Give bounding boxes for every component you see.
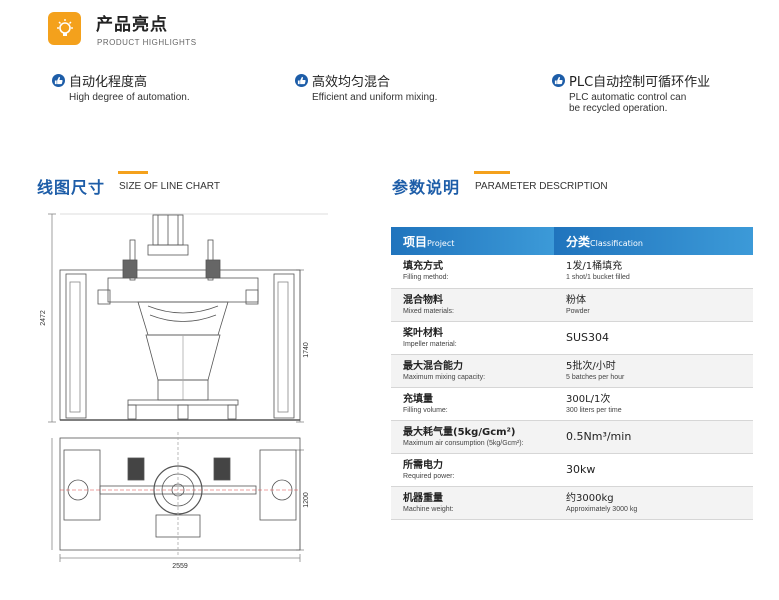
section-accent-bar [118,171,148,174]
param-name: 填充方式 [403,261,443,273]
feature-item: PLC自动控制可循环作业 PLC automatic control can b… [552,71,710,114]
column-header-classification: 分类Classification [554,227,753,255]
param-value-en: Powder [566,307,590,315]
param-name-en: Machine weight: [403,505,454,513]
param-name-en: Required power: [403,472,455,480]
section-subtitle-line-chart: SIZE OF LINE CHART [119,181,220,192]
feature-item: 高效均匀混合 Efficient and uniform mixing. [295,71,437,103]
param-value-en: 5 batches per hour [566,373,625,381]
feature-title: PLC自动控制可循环作业 [569,75,711,90]
feature-title: 高效均匀混合 [312,75,391,90]
param-name: 最大混合能力 [403,360,463,372]
param-value: 300L/1次 [566,393,611,405]
param-value: 约3000kg [566,492,614,504]
feature-item: 自动化程度高 High degree of automation. [52,71,190,103]
param-name: 混合物料 [403,294,443,306]
table-header-row: 项目Project 分类Classification [391,227,753,255]
param-name-en: Filling method: [403,274,449,282]
param-name-en: Impeller material: [403,340,457,348]
param-name: 充填量 [403,393,433,405]
section-subtitle-parameters: PARAMETER DESCRIPTION [475,181,608,192]
section-title-parameters: 参数说明 [392,178,461,197]
param-name: 桨叶材料 [403,327,443,339]
feature-description: PLC automatic control can be recycled op… [569,92,687,114]
param-value: 0.5Nm³/min [566,430,632,443]
table-row: 最大耗气量(5kg/Gcm²)Maximum air consumption (… [391,420,753,454]
param-name: 机器重量 [403,492,443,504]
param-name-en: Mixed materials: [403,307,454,315]
param-value-en: Approximately 3000 kg [566,505,638,513]
section-accent-bar [474,171,510,174]
param-name-en: Filling volume: [403,406,448,414]
param-name-en: Maximum air consumption (5kg/Gcm²): [403,439,524,447]
column-header-project: 项目Project [391,227,554,255]
param-name: 所需电力 [403,459,443,471]
param-value: 5批次/小时 [566,360,616,372]
dimension-width: 2559 [172,563,188,570]
param-value-en: 1 shot/1 bucket filled [566,274,630,282]
thumbs-up-icon [52,74,65,87]
section-title-line-chart: 线图尺寸 [37,178,106,197]
param-name-en: Maximum mixing capacity: [403,373,486,381]
page-title: 产品亮点 [96,15,168,35]
param-value: 粉体 [566,294,586,306]
param-name: 最大耗气量(5kg/Gcm²) [403,426,516,438]
lightbulb-icon [48,12,81,45]
param-value: SUS304 [566,331,610,344]
feature-description: Efficient and uniform mixing. [312,92,438,103]
thumbs-up-icon [295,74,308,87]
feature-title: 自动化程度高 [69,75,148,90]
feature-description: High degree of automation. [69,92,190,103]
machine-line-drawing: 2472 1740 1200 2559 [40,213,328,570]
param-value: 30kw [566,463,596,476]
param-value: 1发/1桶填充 [566,261,623,273]
dimension-depth: 1200 [303,492,310,508]
param-value-en: 300 liters per time [566,406,622,414]
dimension-upper-height: 1740 [303,342,310,358]
thumbs-up-icon [552,74,565,87]
dimension-total-height: 2472 [40,310,47,326]
page-subtitle: PRODUCT HIGHLIGHTS [97,38,197,47]
